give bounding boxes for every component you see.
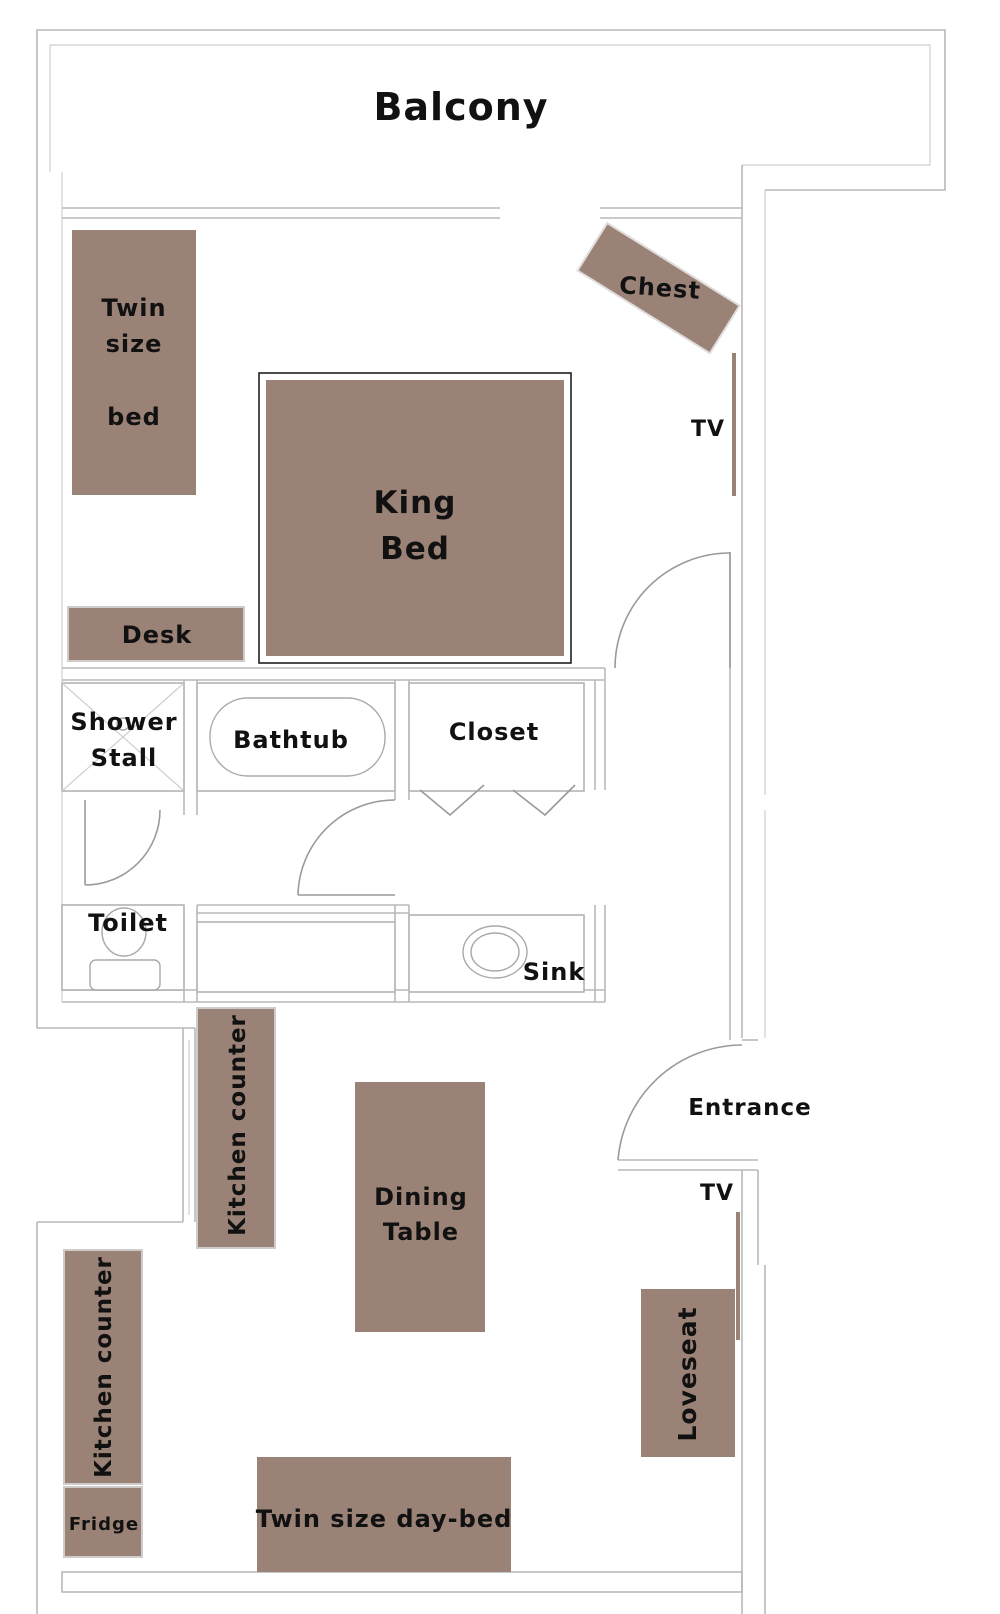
label-dining-2: Table [383,1218,459,1246]
label-toilet: Toilet [88,909,168,937]
label-chest: Chest [618,271,701,305]
label-entrance: Entrance [688,1095,812,1121]
twin-daybed [257,1457,511,1572]
label-sink: Sink [523,958,586,986]
label-twin-bed-1: Twin [101,294,166,322]
kitchen-counter-lower [63,1249,143,1485]
kitchen-counter-upper [196,1007,276,1249]
label-balcony: Balcony [373,85,548,129]
label-dining-1: Dining [374,1183,468,1211]
label-twin-bed-2: size [106,330,163,358]
label-loveseat: Loveseat [673,1306,702,1441]
labels: Balcony Twin size bed Chest TV King Bed … [69,85,812,1535]
tv-living [736,1212,740,1340]
label-kitchen-counter-upper: Kitchen counter [225,1014,251,1236]
doors [84,552,743,1215]
label-shower-1: Shower [70,708,177,736]
label-fridge: Fridge [69,1514,139,1535]
loveseat [641,1289,735,1457]
king-bed [266,380,564,656]
label-tv-bedroom: TV [691,417,725,442]
twin-bed [72,230,196,495]
label-kitchen-counter-lower: Kitchen counter [91,1256,117,1478]
label-king-bed-2: Bed [380,531,450,567]
label-twin-bed-3: bed [107,403,161,431]
dining-table [355,1082,485,1332]
label-king-bed-1: King [374,485,457,521]
tv-bedroom [732,353,736,496]
label-bathtub: Bathtub [233,726,349,754]
label-closet: Closet [449,718,539,746]
label-daybed: Twin size day-bed [256,1505,513,1533]
label-tv-living: TV [700,1181,734,1206]
chest [576,221,741,355]
label-shower-2: Stall [91,744,157,772]
bath-fixtures [61,680,585,1002]
furniture [63,221,741,1572]
fridge [63,1486,143,1558]
desk [67,606,245,662]
label-desk: Desk [122,621,192,649]
